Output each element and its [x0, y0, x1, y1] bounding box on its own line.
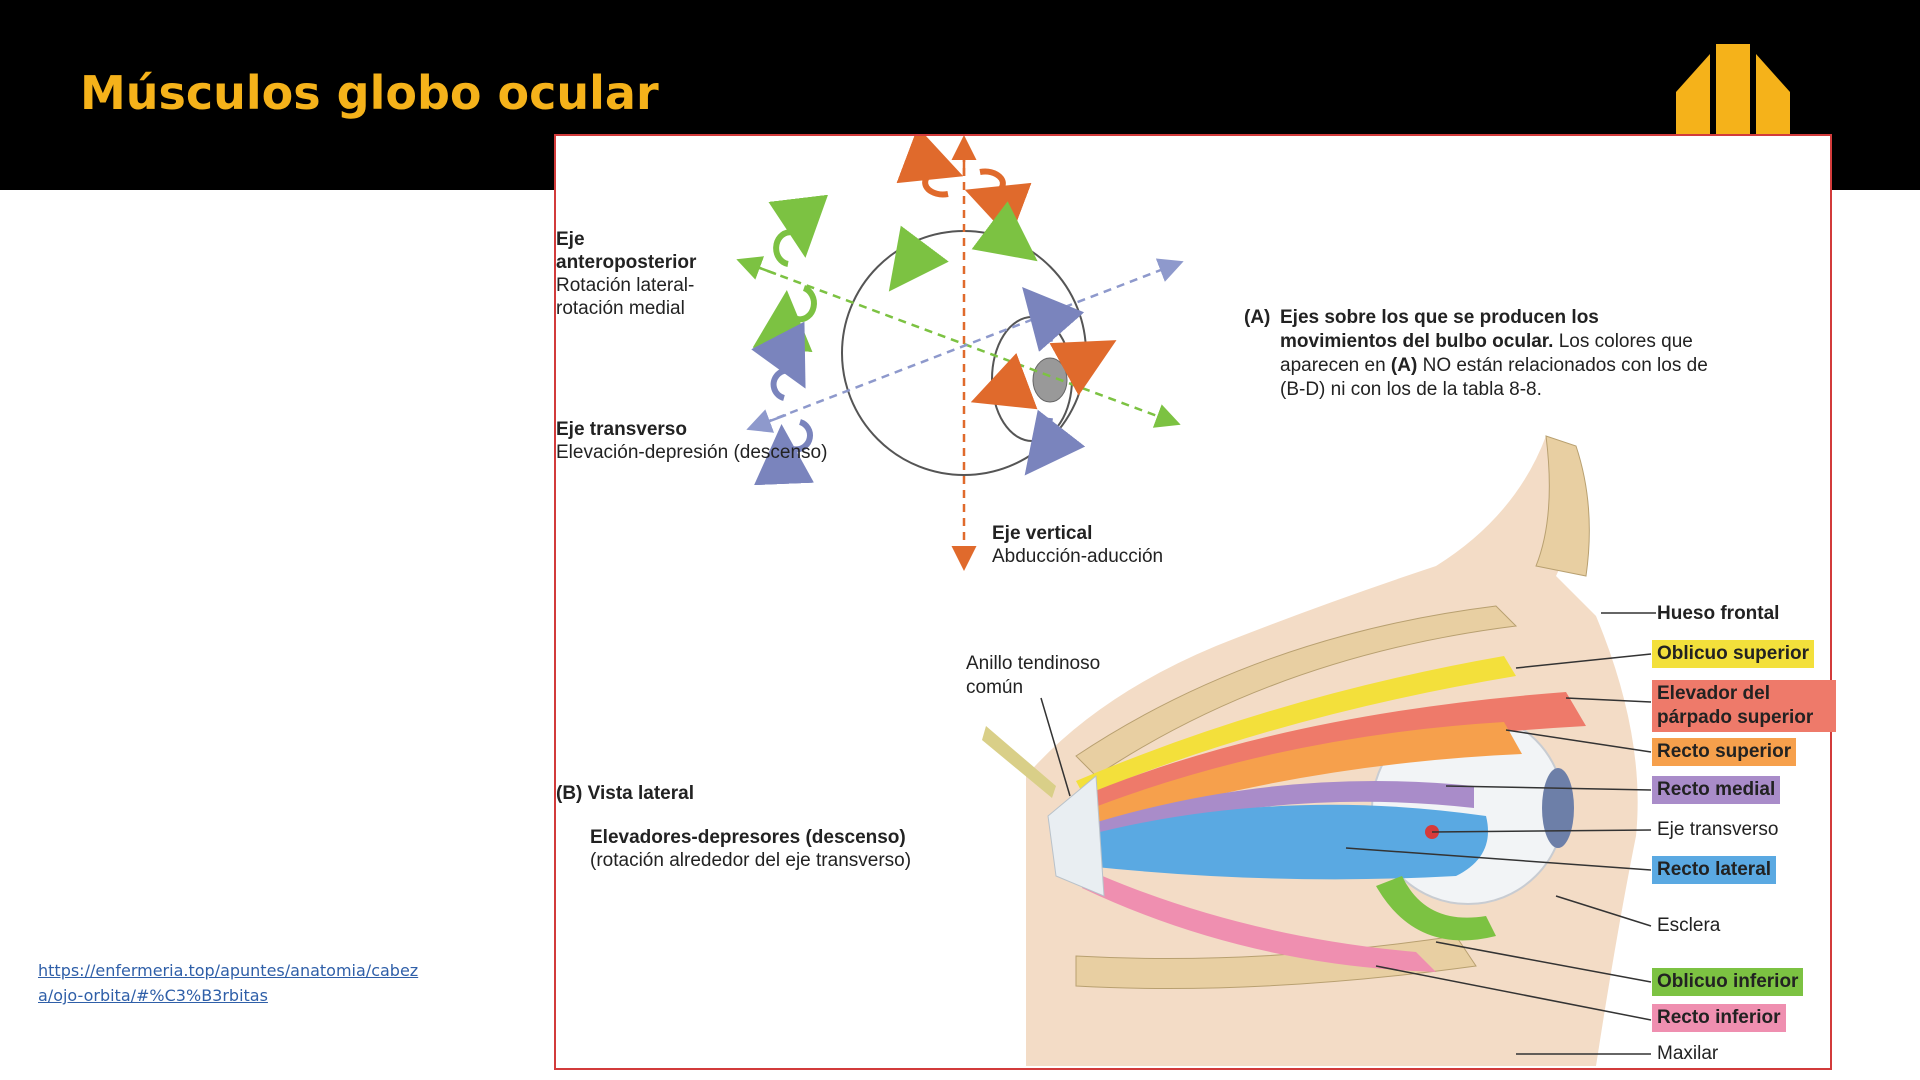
anteroposterior-axis-title: Eje	[556, 229, 585, 250]
panel-b-subnote: (rotación alrededor del eje transverso)	[590, 850, 912, 871]
logo-center	[1716, 44, 1750, 134]
label-recto-superior: Recto superior	[1652, 738, 1797, 766]
panel-a-caption-prefix: (A)	[1244, 307, 1271, 328]
anteroposterior-axis-title-cont: anteroposterior	[556, 252, 697, 273]
panel-b-subtitle: Elevadores-depresores (descenso)	[590, 827, 906, 848]
label-oblicuo-superior: Oblicuo superior	[1652, 640, 1815, 668]
label-recto-inferior: Recto inferior	[1652, 1004, 1786, 1032]
source-link[interactable]: https://enfermeria.top/apuntes/anatomia/…	[38, 961, 419, 1005]
iris	[1542, 768, 1574, 848]
inferior-oblique-muscle	[1376, 876, 1496, 941]
anteroposterior-axis-desc: Rotación lateral-	[556, 275, 695, 296]
superior-rectus-muscle	[1082, 722, 1522, 830]
frontal-bone	[1535, 435, 1590, 577]
label-hueso-frontal: Hueso frontal	[1657, 603, 1780, 624]
logo-left-wing	[1676, 54, 1710, 134]
logo-right-wing	[1756, 54, 1790, 134]
lateral-rectus-muscle	[1084, 804, 1488, 880]
anteroposterior-axis-line	[740, 259, 1181, 428]
label-recto-lateral: Recto lateral	[1652, 856, 1777, 884]
tendinous-ring-label: Anillo tendinoso	[966, 653, 1101, 674]
figure-artwork	[736, 136, 1656, 1066]
lateral-view-illustration	[982, 435, 1638, 1066]
panel-a-caption: (A) Ejes sobre los que se producen los m…	[1244, 306, 1714, 402]
optic-nerve	[982, 726, 1056, 798]
transverse-axis-desc: Elevación-depresión (descenso)	[556, 442, 828, 463]
panel-a-caption-text-2: NO están relacionados con los de (B-D) n…	[1280, 355, 1708, 400]
medial-rectus-muscle	[1084, 781, 1474, 842]
anteroposterior-rotation-arrow	[768, 194, 828, 267]
common-tendinous-ring	[1047, 774, 1105, 897]
axes-diagram	[736, 136, 1184, 571]
transverse-rotation-arrow	[751, 321, 806, 401]
orbital-roof	[1075, 605, 1518, 777]
label-eje-transverso: Eje transverso	[1657, 819, 1779, 840]
anatomy-figure: Eje anteroposterior Rotación lateral- ro…	[554, 134, 1836, 1070]
label-esclera: Esclera	[1657, 915, 1721, 936]
superior-oblique-muscle	[1076, 656, 1516, 796]
panel-b-title: (B) Vista lateral	[556, 783, 694, 804]
slide-title: Músculos globo ocular	[80, 66, 659, 120]
leader-lines	[1040, 612, 1656, 1055]
label-recto-medial: Recto medial	[1652, 776, 1781, 804]
vertical-axis-title: Eje vertical	[992, 523, 1093, 544]
label-oblicuo-inferior: Oblicuo inferior	[1652, 968, 1804, 996]
inferior-rectus-muscle	[1082, 868, 1436, 972]
transverse-axis-title: Eje transverso	[556, 419, 687, 440]
panel-a-caption-text-1: Los colores que aparecen en	[1280, 331, 1693, 376]
levator-palpebrae-muscle	[1078, 692, 1586, 816]
anteroposterior-axis-desc-cont: rotación medial	[556, 298, 685, 319]
transverse-axis-line	[750, 258, 1184, 430]
panel-a-caption-bold: Ejes sobre los que se producen los movim…	[1280, 307, 1599, 352]
label-elevador-parpado: Elevador del párpado superior	[1652, 680, 1836, 732]
label-maxilar: Maxilar	[1657, 1043, 1719, 1064]
panel-a-caption-bold-2: (A)	[1390, 355, 1418, 376]
tendinous-ring-label-cont: común	[966, 677, 1024, 698]
vertical-rotation-arrow	[896, 136, 964, 198]
vertical-axis-desc: Abducción-aducción	[992, 546, 1164, 567]
brand-logo	[1676, 44, 1790, 139]
